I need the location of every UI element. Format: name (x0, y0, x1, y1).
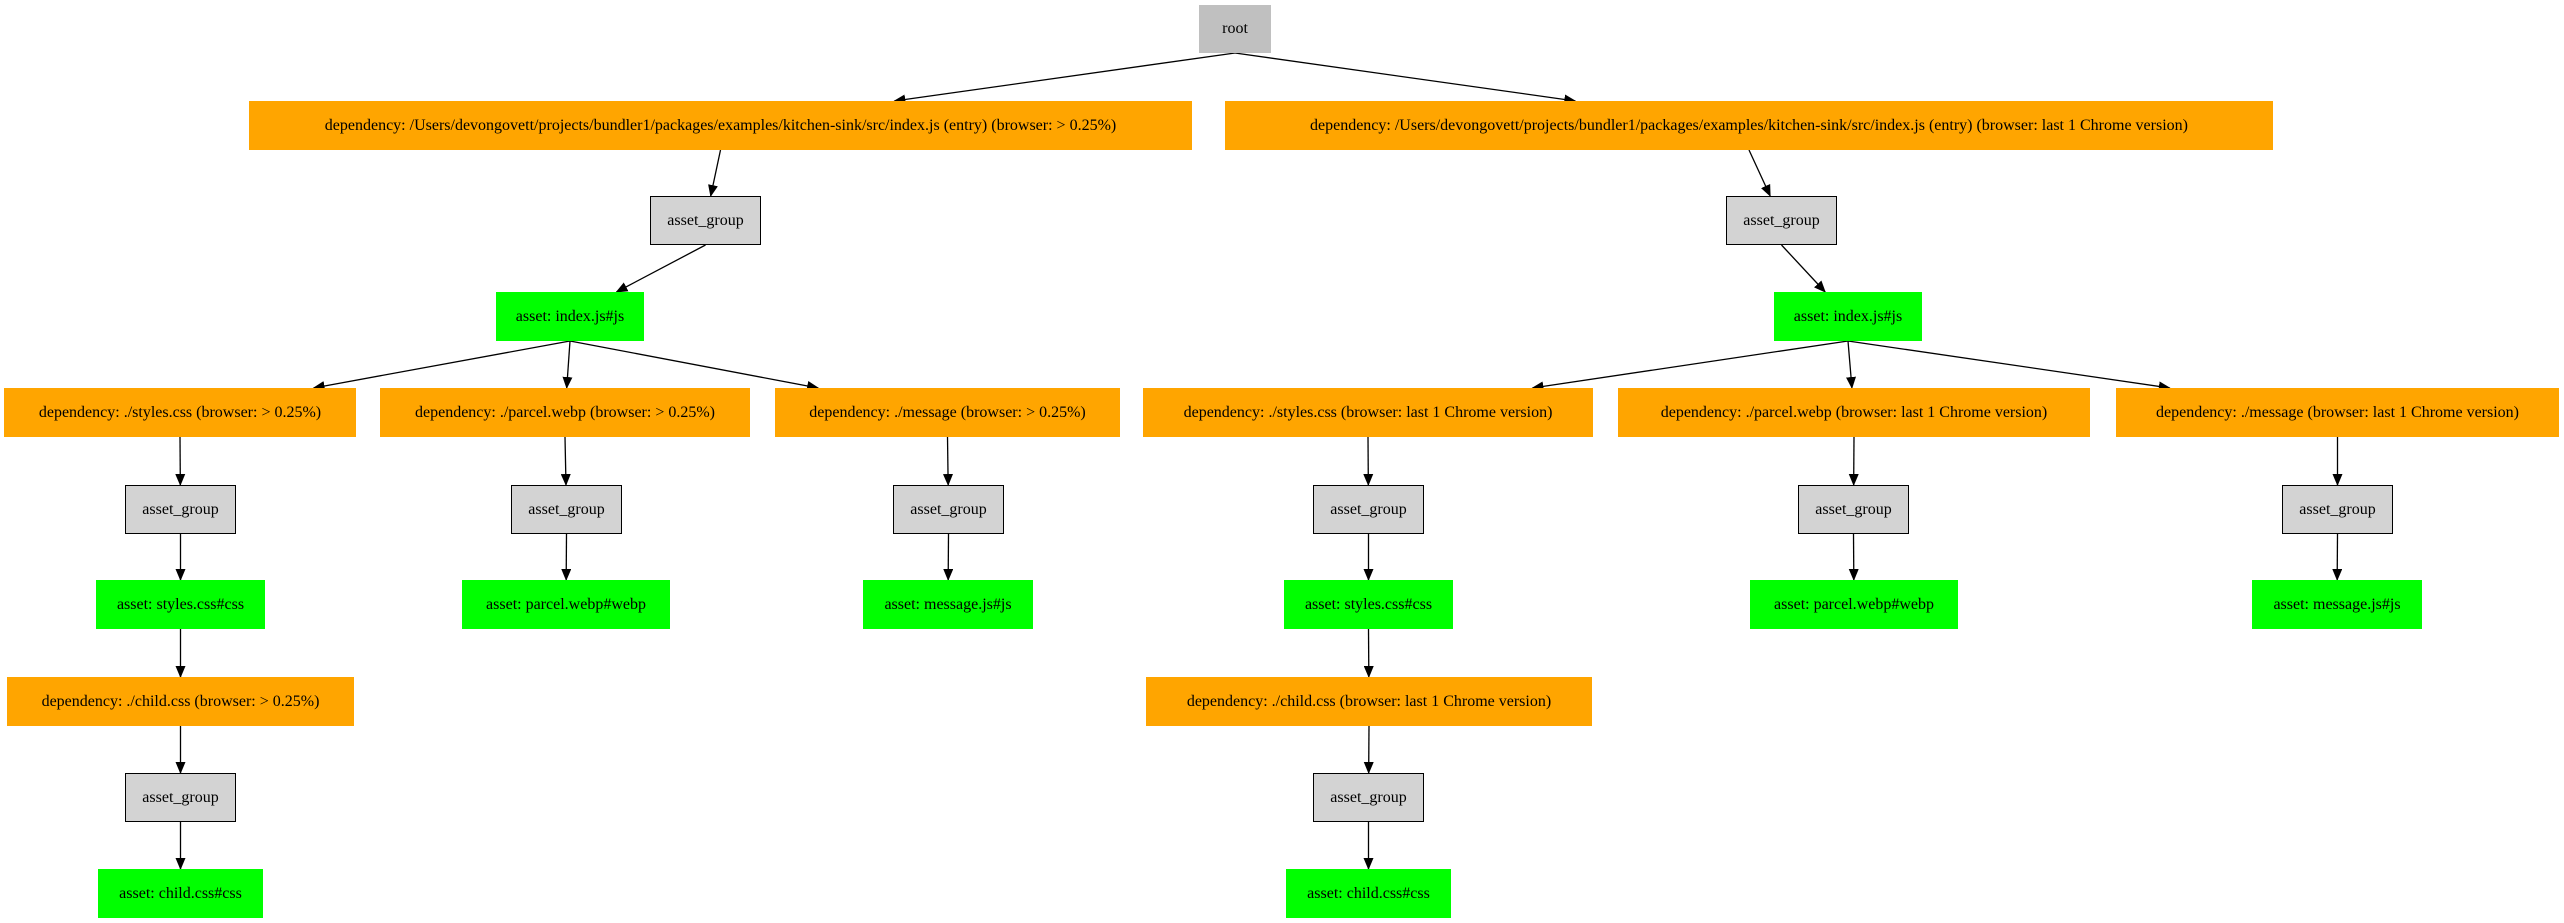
dependency-node-message-b: dependency: ./message (browser: last 1 C… (2116, 388, 2559, 437)
edge-root-to-dep_entry_b (1234, 52, 1577, 105)
asset-node-message-a: asset: message.js#js (863, 580, 1033, 629)
dependency-node-styles-b: dependency: ./styles.css (browser: last … (1143, 388, 1593, 437)
edge-asset_index_b-to-dep_message_b (1847, 340, 2171, 392)
dependency-node-child-b: dependency: ./child.css (browser: last 1… (1146, 677, 1592, 726)
asset-node-index-b: asset: index.js#js (1774, 292, 1922, 341)
edge-ag_b1-to-asset_index_b (1781, 244, 1826, 293)
asset-node-webp-a: asset: parcel.webp#webp (462, 580, 670, 629)
edge-asset_index_a-to-dep_message_a (569, 340, 820, 391)
asset-node-index-a: asset: index.js#js (496, 292, 644, 341)
edge-asset_index_b-to-dep_styles_b (1531, 340, 1849, 392)
asset-group-node-message-a: asset_group (893, 485, 1004, 534)
asset-group-node-message-b: asset_group (2282, 485, 2393, 534)
edge-dep_webp_a-to-ag_webp_a (560, 436, 571, 486)
edge-root-to-dep_entry_a (893, 52, 1236, 105)
asset-group-node-b1: asset_group (1726, 196, 1837, 245)
dependency-node-message-a: dependency: ./message (browser: > 0.25%) (775, 388, 1120, 437)
dependency-node-webp-b: dependency: ./parcel.webp (browser: last… (1618, 388, 2090, 437)
dependency-node-entry-b: dependency: /Users/devongovett/projects/… (1225, 101, 2273, 150)
edge-dep_entry_b-to-ag_b1 (1748, 149, 1771, 197)
edge-ag_a1-to-asset_index_a (615, 244, 706, 293)
dependency-node-styles-a: dependency: ./styles.css (browser: > 0.2… (4, 388, 356, 437)
asset-node-styles-b: asset: styles.css#css (1284, 580, 1453, 629)
dependency-node-entry-a: dependency: /Users/devongovett/projects/… (249, 101, 1192, 150)
asset-group-node-webp-a: asset_group (511, 485, 622, 534)
edge-asset_index_b-to-dep_webp_b (1846, 340, 1857, 389)
asset-group-node-a1: asset_group (650, 196, 761, 245)
asset-node-child-b: asset: child.css#css (1286, 869, 1451, 918)
asset-group-node-styles-b: asset_group (1313, 485, 1424, 534)
asset-node-child-a: asset: child.css#css (98, 869, 263, 918)
root-node: root (1199, 5, 1271, 53)
asset-node-webp-b: asset: parcel.webp#webp (1750, 580, 1958, 629)
edge-dep_entry_a-to-ag_a1 (708, 149, 722, 197)
asset-node-message-b: asset: message.js#js (2252, 580, 2422, 629)
dependency-node-child-a: dependency: ./child.css (browser: > 0.25… (7, 677, 354, 726)
asset-group-node-styles-a: asset_group (125, 485, 236, 534)
asset-group-node-child-b: asset_group (1313, 773, 1424, 822)
edge-dep_message_a-to-ag_message_a (943, 436, 954, 486)
edge-asset_index_a-to-dep_styles_a (312, 340, 571, 391)
edge-asset_index_a-to-dep_webp_a (562, 340, 573, 389)
asset-group-node-webp-b: asset_group (1798, 485, 1909, 534)
asset-group-node-child-a: asset_group (125, 773, 236, 822)
dependency-node-webp-a: dependency: ./parcel.webp (browser: > 0.… (380, 388, 750, 437)
asset-node-styles-a: asset: styles.css#css (96, 580, 265, 629)
